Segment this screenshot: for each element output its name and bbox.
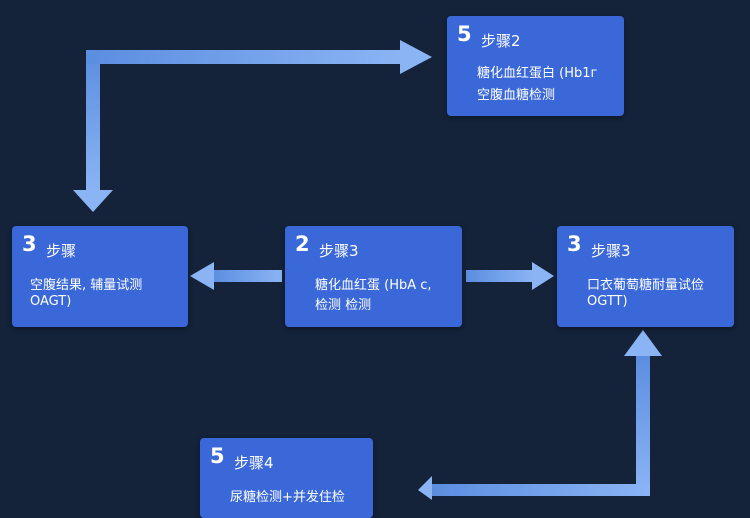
step-box-bottom: 5 步骤4 尿糖检测+并发住检 bbox=[200, 438, 373, 518]
step-text-line2: 空腹血糖检测 bbox=[477, 88, 556, 103]
step-text-line1: 糖化血红蛋 (HbA c, bbox=[315, 278, 432, 293]
step-number: 3 bbox=[567, 232, 582, 256]
step-text-line2: 检测 检测 bbox=[315, 298, 372, 313]
arrow-bottom-to-right bbox=[418, 330, 662, 500]
step-title: 步骤2 bbox=[481, 32, 521, 50]
step-number: 5 bbox=[457, 22, 472, 46]
step-title: 步骤3 bbox=[319, 242, 359, 260]
step-text-line1: 空腹结果, 辅量试测 bbox=[30, 278, 143, 293]
step-title: 步骤 bbox=[46, 242, 77, 260]
step-text-line2: OGTT) bbox=[587, 294, 628, 309]
flow-arrows bbox=[73, 40, 662, 500]
step-title: 步骤4 bbox=[234, 454, 274, 472]
step-text-line2: OAGT) bbox=[30, 294, 72, 309]
step-number: 5 bbox=[210, 444, 225, 468]
step-text-line1: 糖化血红蛋白 (Hb1г bbox=[477, 66, 598, 81]
step-box-right: 3 步骤3 口衣葡萄糖耐量试俭 OGTT) bbox=[557, 226, 734, 327]
arrow-to-step2 bbox=[73, 40, 432, 212]
step-box-top-right: 5 步骤2 糖化血红蛋白 (Hb1г 空腹血糖检测 bbox=[447, 16, 624, 116]
step-text-line1: 尿糖检测+并发住检 bbox=[230, 490, 345, 505]
step-box-center: 2 步骤3 糖化血红蛋 (HbA c, 检测 检测 bbox=[285, 226, 462, 327]
step-title: 步骤3 bbox=[591, 242, 631, 260]
arrow-center-to-left bbox=[190, 262, 282, 290]
step-text-line1: 口衣葡萄糖耐量试俭 bbox=[587, 278, 705, 293]
arrow-center-to-right bbox=[466, 262, 554, 290]
step-box-left: 3 步骤 空腹结果, 辅量试测 OAGT) bbox=[12, 226, 188, 327]
step-number: 3 bbox=[22, 232, 37, 256]
step-number: 2 bbox=[295, 232, 310, 256]
